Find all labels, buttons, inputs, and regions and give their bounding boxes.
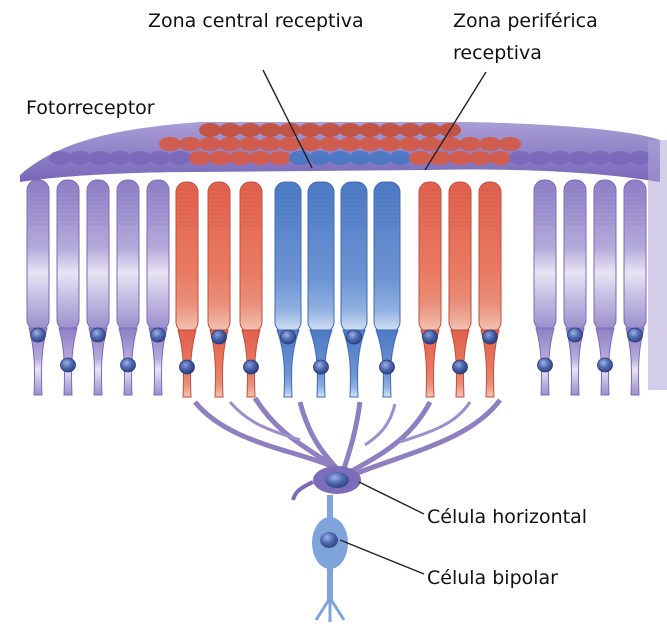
- bipolar-cell: [312, 495, 348, 622]
- label-peripheral-receptive-zone: Zona periférica: [453, 8, 598, 34]
- photoreceptor-cells: [27, 140, 667, 397]
- dendrite-tree: [195, 398, 500, 474]
- horizontal-cell: [293, 466, 361, 500]
- label-central-receptive-zone: Zona central receptiva: [148, 8, 364, 34]
- label-peripheral-receptive-zone-line2: receptiva: [453, 40, 542, 66]
- label-horizontal-cell: Célula horizontal: [427, 504, 587, 530]
- photoreceptor-top-surface: [20, 122, 660, 182]
- label-bipolar-cell: Célula bipolar: [427, 565, 558, 591]
- label-photoreceptor: Fotorreceptor: [26, 95, 155, 121]
